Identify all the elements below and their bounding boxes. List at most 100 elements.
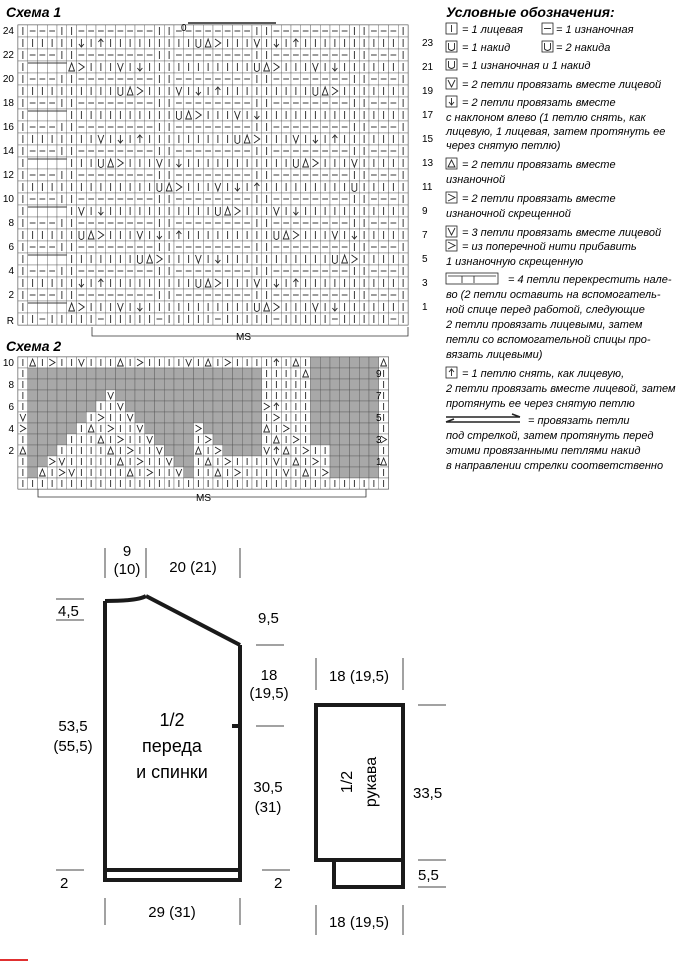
chart-cell xyxy=(144,400,155,413)
chart-cell xyxy=(134,367,145,380)
p2tog-symbol xyxy=(107,157,115,168)
chart-cell xyxy=(329,422,340,435)
chart-cell xyxy=(56,433,67,446)
chart-cell xyxy=(144,389,155,402)
chart-cell xyxy=(66,389,77,402)
yarn-over-symbol xyxy=(234,135,241,144)
p2tog-tbl-symbol xyxy=(195,110,203,120)
legend-line: ной спице перед работой, следующие xyxy=(446,304,645,316)
k3tog-symbol xyxy=(447,227,456,237)
chart-cell xyxy=(203,411,214,424)
chart-cell xyxy=(242,411,253,424)
chart-cell xyxy=(242,444,253,457)
row-number: 4 xyxy=(8,424,14,435)
k3tog-symbol xyxy=(214,182,222,193)
legend-symbol-box xyxy=(445,239,458,252)
chart-cell xyxy=(222,422,233,435)
chart-cell xyxy=(251,367,262,380)
yarn-over-symbol xyxy=(273,231,280,240)
body-label-line3: и спинки xyxy=(136,762,208,782)
decrease-arrow xyxy=(215,259,221,264)
chart-cell xyxy=(173,389,184,402)
row-number: 10 xyxy=(3,358,15,369)
chart-cell xyxy=(115,389,126,402)
chart-cell xyxy=(212,378,223,391)
row-number: 5 xyxy=(376,413,382,424)
chart-cell xyxy=(310,400,321,413)
chart-cell xyxy=(329,433,340,446)
body-neckline xyxy=(104,594,148,603)
chart-cell xyxy=(203,422,214,435)
chart-cell xyxy=(125,400,136,413)
chart-cell xyxy=(95,367,106,380)
chart-cell xyxy=(339,389,350,402)
chart-cell xyxy=(251,389,262,402)
p2tog-symbol xyxy=(19,445,27,455)
chart-cell xyxy=(173,455,184,468)
row-number: 21 xyxy=(422,62,434,73)
chart-cell xyxy=(320,433,331,446)
chart-cell xyxy=(310,367,321,380)
chart-cell xyxy=(86,389,97,402)
sk2p-arrow xyxy=(215,86,221,91)
chart-cell xyxy=(105,378,116,391)
row-number: 12 xyxy=(3,170,15,181)
legend-title: Условные обозначения: xyxy=(446,4,615,20)
chart-cell xyxy=(66,367,77,380)
p2tog-tbl-symbol xyxy=(292,435,300,444)
k3tog-symbol xyxy=(185,358,192,368)
chart-cell xyxy=(222,400,233,413)
row-number: 9 xyxy=(422,206,428,217)
chart1-top-number: 0 xyxy=(181,23,187,34)
chart-cell xyxy=(173,444,184,457)
sleeve-piece: 1/2 рукава 18 (19,5) 33,5 5,5 18 (19,5) xyxy=(314,658,446,935)
row-number: 2 xyxy=(8,290,14,301)
p2tog-tbl-symbol xyxy=(195,424,203,433)
legend-line: 2 петли провязать вместе лицевой, затем xyxy=(445,383,676,395)
k3tog-symbol xyxy=(351,158,358,169)
p2tog-tbl-symbol xyxy=(127,446,134,455)
chart-cell xyxy=(310,411,321,424)
chart-cell xyxy=(359,400,370,413)
dim-sleeve-height: 33,5 xyxy=(413,785,442,802)
yarn-over-symbol xyxy=(98,159,104,168)
p2tog-tbl-symbol xyxy=(292,230,300,240)
p2tog-symbol xyxy=(204,37,212,48)
chart-cell xyxy=(144,367,155,380)
decrease-arrow xyxy=(98,211,104,216)
k3tog-symbol xyxy=(78,358,85,368)
legend-line: протянуть ее через снятую петлю xyxy=(446,398,635,410)
chart-cell xyxy=(183,389,194,402)
row-number: 3 xyxy=(376,435,382,446)
chart-cell xyxy=(359,466,370,479)
p2tog-symbol xyxy=(107,445,115,455)
p2tog-tbl-symbol xyxy=(273,302,281,312)
legend-symbol-box xyxy=(541,40,554,53)
chart-cell xyxy=(154,367,165,380)
p2tog-symbol xyxy=(116,357,124,367)
chart-cell xyxy=(47,433,58,446)
chart-cell xyxy=(164,378,175,391)
legend-line: = 2 петли провязать вместе xyxy=(462,159,616,171)
p2tog-tbl-symbol xyxy=(205,435,212,444)
row-number: 1 xyxy=(422,302,428,313)
legend-line: = 4 петли перекрестить нале- xyxy=(508,274,672,286)
chart-cell xyxy=(349,433,360,446)
chart-cell xyxy=(329,378,340,391)
p2tog-tbl-symbol xyxy=(302,446,310,455)
k3tog-symbol xyxy=(78,206,85,217)
chart-cell xyxy=(212,389,223,402)
dim-side-height-alt: (31) xyxy=(255,799,282,816)
chart-cell xyxy=(144,378,155,391)
chart-cell xyxy=(125,389,136,402)
dim-sleeve-cuff: 5,5 xyxy=(418,867,439,884)
p2tog-tbl-symbol xyxy=(283,424,290,433)
chart-cell xyxy=(47,378,58,391)
p2tog-tbl-symbol xyxy=(146,468,154,477)
k3tog-symbol xyxy=(273,457,280,467)
chart-cell xyxy=(27,400,38,413)
chart-cell xyxy=(37,400,48,413)
chart-cell xyxy=(359,422,370,435)
